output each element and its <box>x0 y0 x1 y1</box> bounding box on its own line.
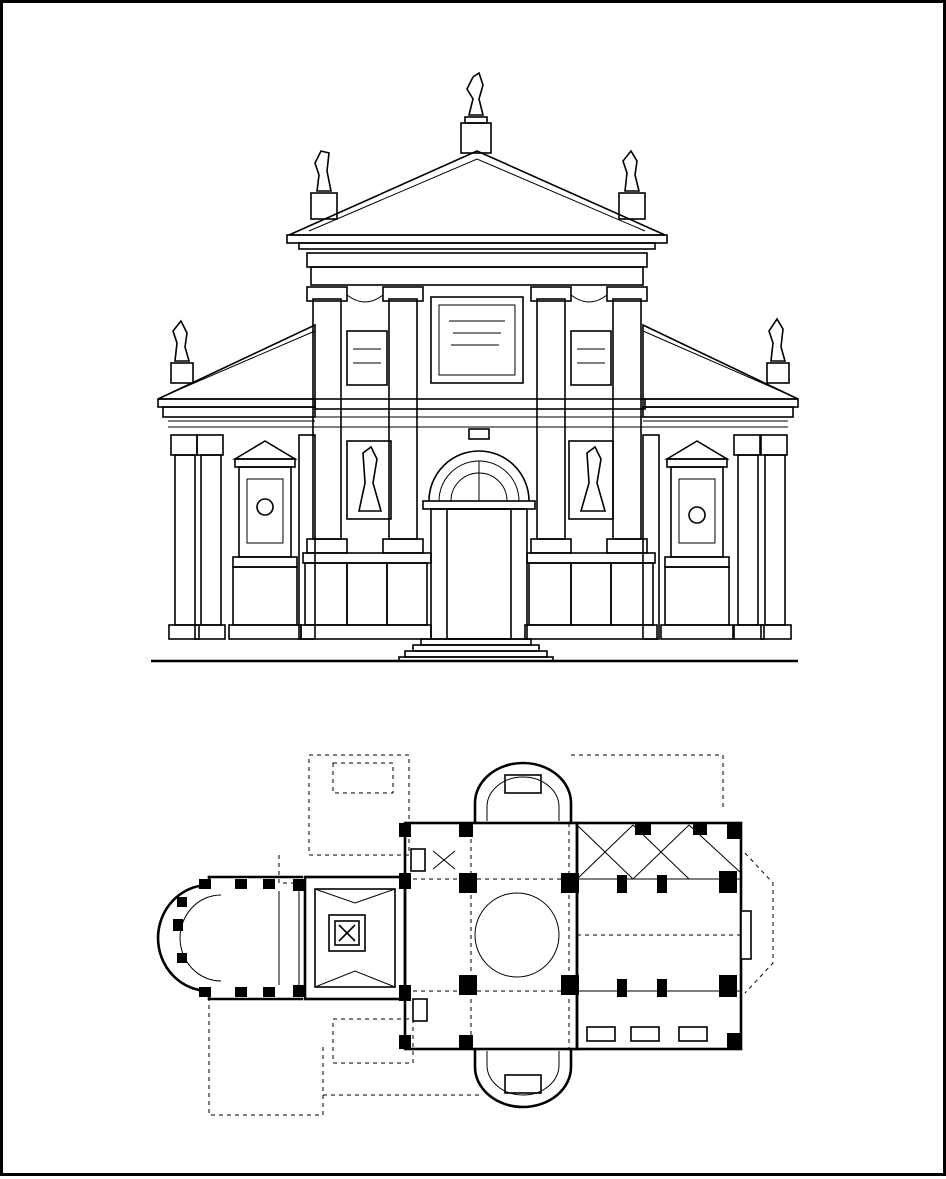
nave <box>575 821 752 1051</box>
central-panels <box>346 296 614 520</box>
crossing <box>399 821 579 1051</box>
transept-apses <box>473 761 573 1109</box>
lower-order-columns <box>168 434 792 640</box>
presbytery <box>303 873 411 1001</box>
entrance-steps <box>398 638 554 662</box>
floor-plan <box>156 754 774 1116</box>
niche-left <box>228 440 302 640</box>
acroteria <box>170 71 790 384</box>
plan-context <box>208 754 774 1116</box>
facade-elevation <box>151 71 799 663</box>
niche-right <box>660 440 734 640</box>
central-pedestals <box>300 538 658 640</box>
architectural-drawing: .l { fill:none; stroke:#000; stroke-widt… <box>151 71 799 1116</box>
side-pediment-left <box>157 323 316 428</box>
main-pediment <box>286 150 668 286</box>
side-pediment-right <box>642 323 799 428</box>
choir-apse <box>156 875 305 1001</box>
entrance-portal <box>422 428 536 640</box>
lower-cornice <box>314 398 646 428</box>
